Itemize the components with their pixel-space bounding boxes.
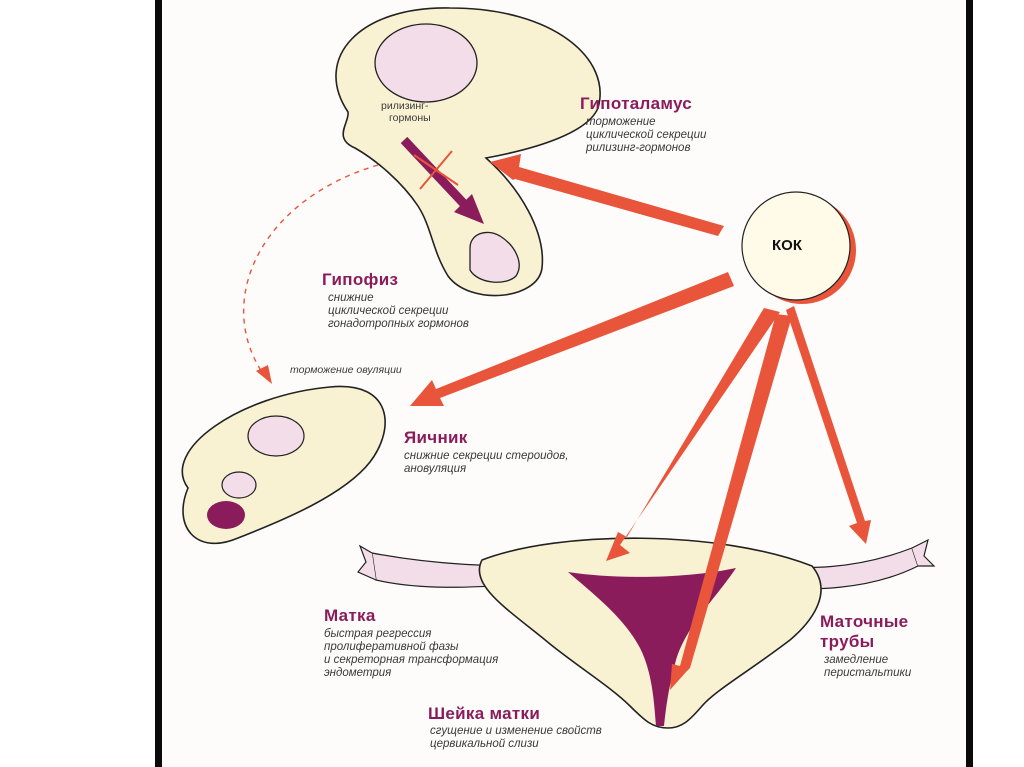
cervix-text-2: цервикальной слизи [430,738,539,750]
dashed-pathway-arrowhead [256,365,272,384]
ovary-text-1: снижние секреции стероидов, [404,450,569,462]
arrow-to-tubes [786,306,871,544]
uterus-title: Матка [324,606,376,625]
pituitary-text-1: снижние [328,292,374,304]
frame-right-bar [966,0,973,767]
tubes-text-1: замедление [824,654,889,666]
endometrium [568,568,736,726]
ovary-follicle-large [247,415,305,457]
hypothalamus-nucleus [374,23,478,103]
releasing-label-line2: гормоны [389,112,431,124]
uterus-text-1: быстрая регрессия [324,628,432,640]
pituitary-text-2: циклической секреции [328,305,449,317]
tubes-title-2: трубы [820,632,875,651]
hypothalamus-text-2: циклической секреции [586,129,707,141]
releasing-hormone-arrow-shaft [400,136,470,210]
pituitary-gland [469,231,520,283]
uterus-text-2: пролиферативной фазы [324,641,459,653]
ovulation-inhibition-label: торможение овуляции [290,364,402,376]
block-cross-2 [419,150,453,190]
pituitary-text-3: гонадотропных гормонов [328,318,469,330]
arrow-to-hypothalamus [490,154,724,236]
arrow-to-ovary [410,272,734,406]
uterus-text-3: и секреторная трансформация [324,654,499,666]
arrow-to-uterus [606,308,780,561]
ovary-title: Яичник [404,428,468,447]
releasing-label-line1: рилизинг- [381,100,429,112]
kok-pill [741,191,851,301]
fallopian-tube-left-fimbria [357,544,377,581]
tubes-text-2: перистальтики [824,667,912,679]
fallopian-tube-right-fimbria [911,538,936,567]
frame-left-bar [155,0,162,767]
ovary-text-2: ановуляция [404,463,467,475]
dashed-pathway [243,164,379,373]
hypothalamus-text-3: рилизинг-гормонов [586,142,691,154]
ovary-follicle-small [221,471,257,499]
cervix-title: Шейка матки [428,704,541,723]
pituitary-title: Гипофиз [322,270,399,289]
kok-label: КОК [772,237,802,254]
hypothalamus-text-1: торможение [586,116,656,128]
hypothalamus-title: Гипоталамус [580,94,693,113]
releasing-hormone-arrowhead [454,194,484,224]
tubes-title-1: Маточные [820,612,909,631]
cervix-text-1: сгущение и изменение свойств [430,725,602,737]
arrow-to-cervix [670,314,792,690]
ovary-corpus [207,501,245,529]
uterus-text-4: эндометрия [324,667,392,679]
